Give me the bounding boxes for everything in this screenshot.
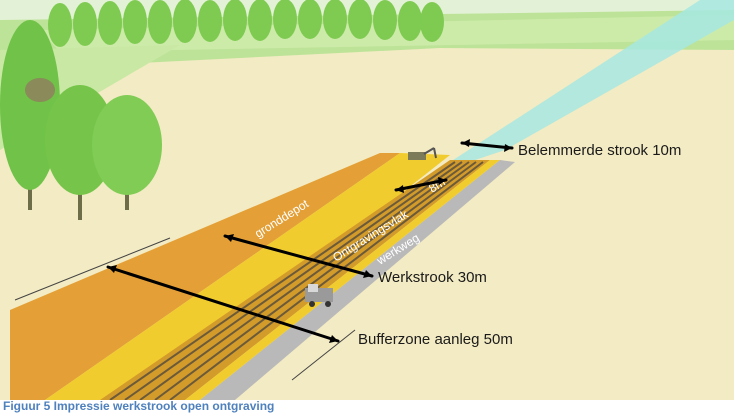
- work-road: [200, 160, 515, 400]
- tree-row: [48, 0, 444, 47]
- foreground-trees: [0, 20, 162, 220]
- excavation-lines: [109, 161, 484, 400]
- illustration: gronddepot Ontgravingsvlak 8m werkweg Be…: [0, 0, 734, 400]
- arrow-heads: [108, 139, 512, 343]
- excavator: [408, 147, 437, 160]
- obstruction-beam: [430, 0, 734, 175]
- label-werkstrook: Werkstrook 30m: [378, 269, 487, 286]
- depot-strip: [10, 153, 400, 400]
- label-bufferzone: Bufferzone aanleg 50m: [358, 331, 513, 348]
- road-shoulder: [185, 160, 500, 400]
- dimension-arrows: [106, 141, 514, 343]
- label-belemmerde-strook: Belemmerde strook 10m: [518, 142, 681, 159]
- truck: [305, 284, 333, 307]
- work-strip: [45, 153, 450, 400]
- figure-caption: Figuur 5 Impressie werkstrook open ontgr…: [3, 399, 275, 413]
- boundary-lines: [14, 237, 356, 381]
